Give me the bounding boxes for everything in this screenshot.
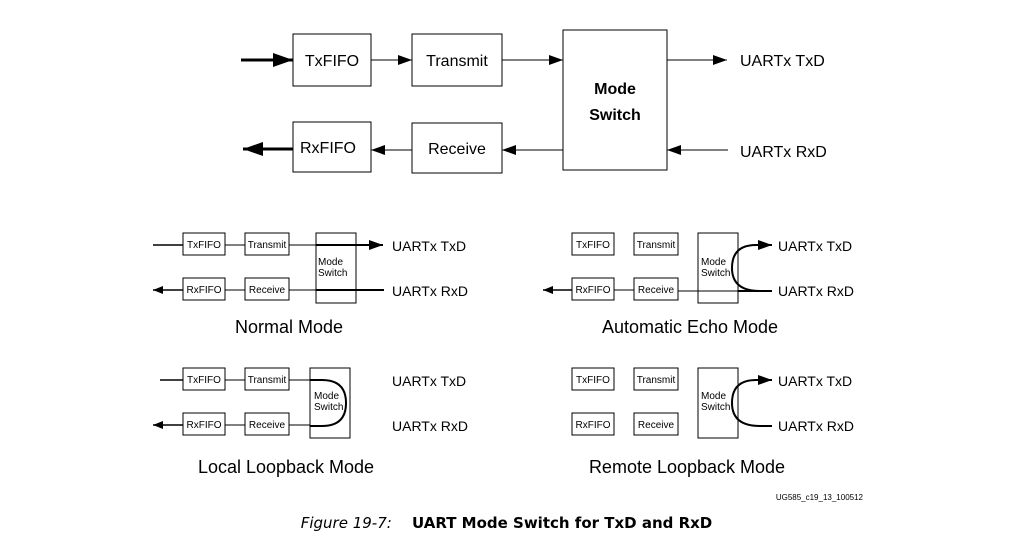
local-txfifo-box xyxy=(182,367,226,391)
receive-label: Receive xyxy=(428,141,486,158)
main-diagram: TxFIFO Transmit Mode Switch UARTx TxD UA… xyxy=(241,29,827,174)
echo-rxfifo-box xyxy=(571,277,615,301)
normal-receive-box xyxy=(244,277,290,301)
receive-box xyxy=(411,122,503,174)
remote-txfifo-label: TxFIFO xyxy=(576,375,610,386)
remote-loop-arrow xyxy=(730,375,772,427)
remote-rxfifo-label: RxFIFO xyxy=(576,420,611,431)
figure-id: UG585_c19_13_100512 xyxy=(776,493,864,502)
echo-receive-label: Receive xyxy=(638,285,675,296)
normal-txfifo-label: TxFIFO xyxy=(187,240,221,251)
local-rxfifo-box xyxy=(182,412,226,436)
echo-txfifo-label: TxFIFO xyxy=(576,240,610,251)
normal-switch-label: Switch xyxy=(318,268,347,279)
normal-mode-label: Mode xyxy=(318,257,343,268)
local-receive-label: Receive xyxy=(249,420,286,431)
mode-switch-label-line2: Switch xyxy=(589,107,641,124)
normal-rxd-label: UARTx RxD xyxy=(392,283,468,299)
main-rxd-label: UARTx RxD xyxy=(740,144,827,161)
normal-rxfifo-label: RxFIFO xyxy=(187,285,222,296)
normal-mode-diagram: TxFIFO Transmit Mode Switch UARTx TxD UA… xyxy=(153,232,468,337)
local-loop-path xyxy=(310,379,348,427)
normal-transmit-box xyxy=(244,232,290,256)
normal-mode-title: Normal Mode xyxy=(235,317,343,337)
figure-title: UART Mode Switch for TxD and RxD xyxy=(412,514,713,532)
echo-txfifo-box xyxy=(571,232,615,256)
txfifo-label: TxFIFO xyxy=(305,53,359,70)
remote-rxfifo-box xyxy=(571,412,615,436)
figure-number: Figure 19-7: xyxy=(300,514,392,532)
remote-transmit-label: Transmit xyxy=(637,375,676,386)
echo-transmit-label: Transmit xyxy=(637,240,676,251)
echo-txd-label: UARTx TxD xyxy=(778,238,852,254)
transmit-label: Transmit xyxy=(426,53,488,70)
echo-receive-box xyxy=(633,277,679,301)
normal-txd-label: UARTx TxD xyxy=(392,238,466,254)
remote-loopback-title: Remote Loopback Mode xyxy=(589,457,785,477)
normal-transmit-label: Transmit xyxy=(248,240,287,251)
rxfifo-box xyxy=(292,121,372,173)
normal-txfifo-box xyxy=(182,232,226,256)
local-mode-label: Mode xyxy=(314,391,339,402)
mode-switch-label-line1: Mode xyxy=(594,81,636,98)
local-rxd-label: UARTx RxD xyxy=(392,418,468,434)
mode-switch-box xyxy=(562,29,668,171)
remote-loopback-diagram: TxFIFO Transmit Mode Switch UARTx TxD UA… xyxy=(571,367,854,477)
remote-transmit-box xyxy=(633,367,679,391)
echo-mode-label: Mode xyxy=(701,257,726,268)
local-receive-box xyxy=(244,412,290,436)
normal-receive-label: Receive xyxy=(249,285,286,296)
local-rxfifo-label: RxFIFO xyxy=(187,420,222,431)
remote-rxd-label: UARTx RxD xyxy=(778,418,854,434)
echo-switch-label: Switch xyxy=(701,268,730,279)
remote-txfifo-box xyxy=(571,367,615,391)
rxfifo-label: RxFIFO xyxy=(300,140,356,157)
local-txfifo-label: TxFIFO xyxy=(187,375,221,386)
echo-mode-diagram: TxFIFO Transmit Mode Switch UARTx TxD UA… xyxy=(543,232,854,337)
local-switch-label: Switch xyxy=(314,402,343,413)
local-txd-label: UARTx TxD xyxy=(392,373,466,389)
main-txd-label: UARTx TxD xyxy=(740,53,825,70)
transmit-box xyxy=(411,33,503,87)
local-transmit-label: Transmit xyxy=(248,375,287,386)
remote-receive-box xyxy=(633,412,679,436)
remote-txd-label: UARTx TxD xyxy=(778,373,852,389)
echo-rxfifo-label: RxFIFO xyxy=(576,285,611,296)
local-loopback-diagram: TxFIFO Transmit Mode Switch UARTx TxD UA… xyxy=(153,367,468,477)
figure-caption: Figure 19-7: UART Mode Switch for TxD an… xyxy=(0,514,1013,532)
remote-receive-label: Receive xyxy=(638,420,675,431)
echo-rxd-label: UARTx RxD xyxy=(778,283,854,299)
remote-switch-label: Switch xyxy=(701,402,730,413)
remote-mode-label: Mode xyxy=(701,391,726,402)
local-loopback-title: Local Loopback Mode xyxy=(198,457,374,477)
normal-rxfifo-box xyxy=(182,277,226,301)
local-transmit-box xyxy=(244,367,290,391)
echo-transmit-box xyxy=(633,232,679,256)
echo-loop-arrow xyxy=(730,240,772,292)
echo-mode-title: Automatic Echo Mode xyxy=(602,317,778,337)
